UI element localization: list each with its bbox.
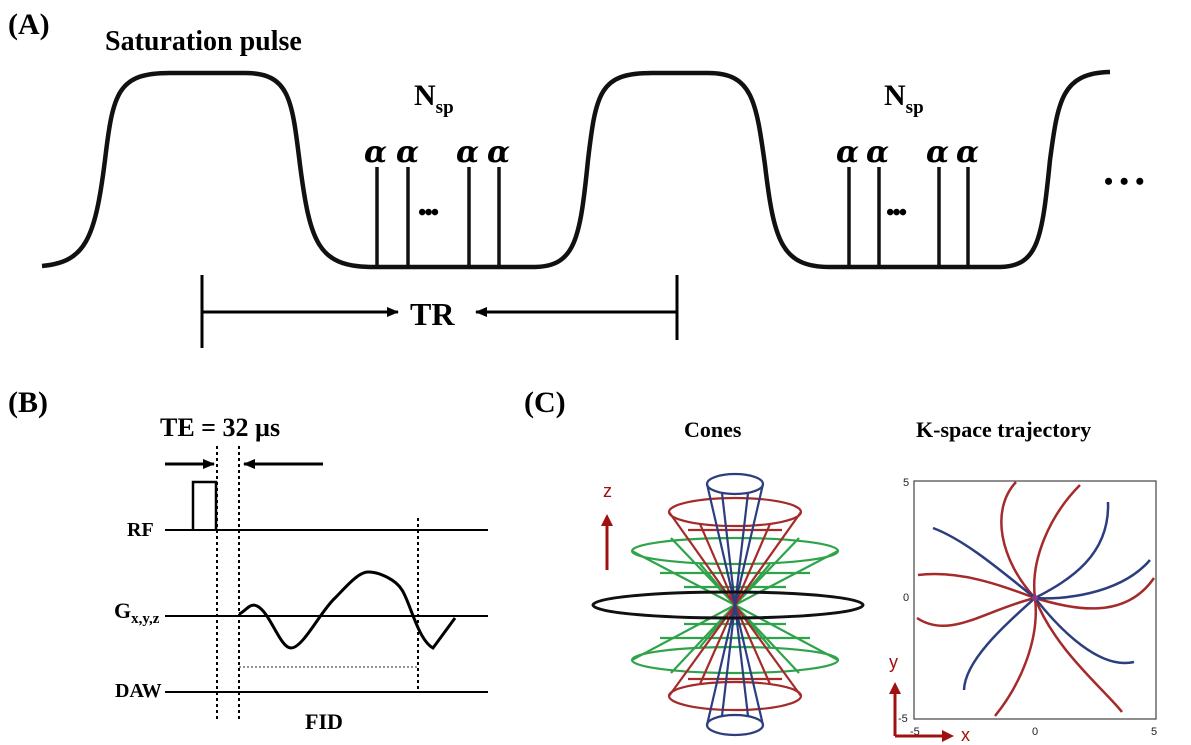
ellipsis-dots: •••	[886, 200, 907, 226]
green-cone-upper	[630, 536, 840, 606]
tick-label: 5	[1151, 726, 1157, 738]
tick-label: 0	[903, 592, 909, 604]
red-spiral-arm	[1034, 577, 1156, 610]
alpha-label: α	[836, 135, 859, 170]
blue-spiral-arm	[1034, 501, 1110, 600]
nsp-label: Nsp	[414, 79, 454, 118]
te-label: TE = 32 µs	[160, 413, 280, 442]
fid-label: FID	[305, 709, 343, 734]
alpha-label: α	[456, 135, 479, 170]
saturation-pulse-title: Saturation pulse	[105, 26, 302, 57]
red-cone-lower	[667, 604, 803, 712]
blue-spiral-arm	[1034, 597, 1135, 665]
alpha-label: α	[926, 135, 949, 170]
red-spiral-arm	[1033, 484, 1081, 599]
cones-diagram	[591, 472, 865, 737]
red-spiral-arm	[994, 597, 1037, 717]
kspace-ticks: 5 0 -5 -5 0 5	[898, 477, 1157, 738]
gradient-label: Gx,y,z	[114, 598, 160, 627]
nsp-label: Nsp	[884, 79, 924, 118]
rf-hard-pulse	[191, 480, 218, 530]
tick-label: -5	[910, 726, 920, 738]
red-spiral-arm	[917, 572, 1036, 600]
red-cone-upper	[667, 496, 803, 606]
y-axis-label: y	[889, 652, 898, 672]
cones-title: Cones	[684, 417, 742, 442]
alpha-pulse-group-1	[375, 167, 501, 267]
kspace-center	[1032, 595, 1038, 601]
equatorial-disc	[591, 590, 865, 620]
alpha-label: α	[396, 135, 419, 170]
continuation-dots: • • •	[1104, 167, 1144, 196]
panel-c: (C) Cones K-space trajectory z	[524, 386, 1157, 745]
alpha-pulse-group-2	[847, 167, 970, 267]
tr-bracket	[200, 275, 679, 348]
tick-label: -5	[898, 713, 908, 725]
alpha-label: α	[866, 135, 889, 170]
saturation-waveform	[41, 69, 1111, 270]
blue-spiral-arm	[932, 526, 1036, 599]
spiral-arms	[916, 481, 1156, 717]
alpha-label: α	[487, 135, 510, 170]
blue-spiral-arm	[1034, 559, 1151, 600]
alpha-label: α	[364, 135, 387, 170]
kspace-title: K-space trajectory	[916, 417, 1091, 442]
alpha-label: α	[956, 135, 979, 170]
red-spiral-arm	[1033, 597, 1123, 713]
red-spiral-arm	[916, 596, 1036, 628]
kspace-plot: 5 0 -5 -5 0 5	[898, 477, 1157, 738]
panel-a-label: (A)	[8, 8, 50, 41]
blue-spiral-arm	[962, 597, 1036, 691]
tick-label: 0	[1032, 726, 1038, 738]
panel-c-label: (C)	[524, 386, 566, 419]
rf-label: RF	[127, 519, 154, 541]
daw-label: DAW	[115, 680, 162, 702]
kspace-frame	[913, 480, 1157, 720]
panel-b: (B) TE = 32 µs RF Gx,y,z DAW FID	[8, 386, 488, 734]
panel-b-label: (B)	[8, 386, 48, 419]
tr-label: TR	[410, 296, 455, 332]
tick-label: 5	[903, 477, 909, 489]
red-spiral-arm	[1000, 481, 1036, 599]
blue-cone-upper	[705, 472, 765, 606]
x-axis-label: x	[961, 725, 970, 745]
blue-cone-lower	[705, 604, 765, 737]
z-axis-label: z	[603, 481, 612, 501]
panel-a: (A) Saturation pulse α α α α ••• Nsp α α…	[8, 8, 1144, 348]
gradient-waveform	[238, 570, 457, 650]
ellipsis-dots: •••	[418, 200, 439, 226]
